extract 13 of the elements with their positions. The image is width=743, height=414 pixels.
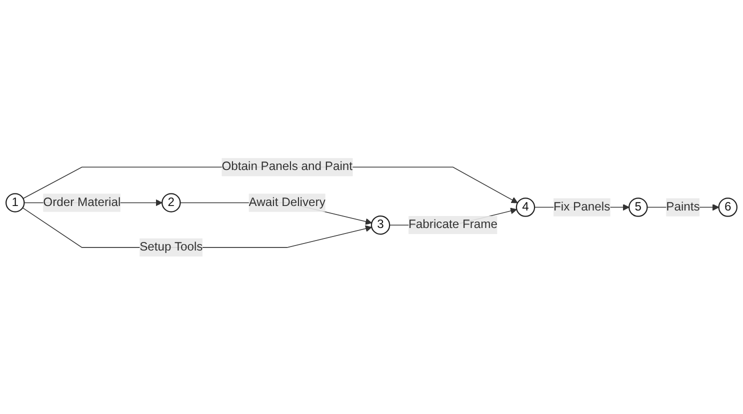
- edge-label: Order Material: [43, 196, 121, 209]
- node-circle: 4: [516, 197, 536, 217]
- node-circle: 3: [370, 215, 390, 234]
- node-circle: 2: [162, 192, 181, 212]
- edge-label: Setup Tools: [140, 240, 203, 254]
- edge-label: Await Delivery: [248, 196, 326, 209]
- edge-label: Fabricate Frame: [408, 218, 498, 231]
- node-circle: 5: [628, 197, 648, 217]
- edge-label: Fix Panels: [554, 200, 610, 214]
- node-circle: 6: [718, 197, 738, 217]
- node-circle: 1: [6, 192, 25, 212]
- edge-label: Paints: [666, 200, 700, 214]
- edge-label: Obtain Panels and Paint: [222, 160, 353, 173]
